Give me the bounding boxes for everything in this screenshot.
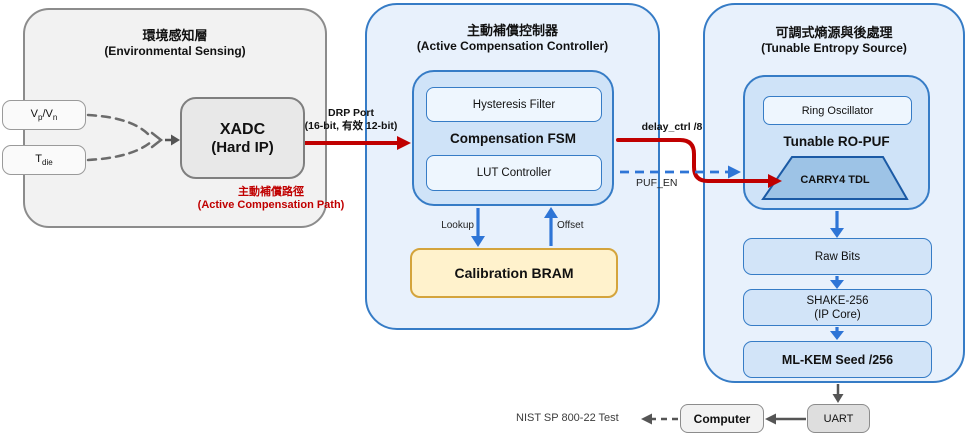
sensor-tdie-label: Tdie bbox=[35, 152, 53, 168]
ml-kem-seed-box: ML-KEM Seed /256 bbox=[743, 341, 932, 378]
computer-label: Computer bbox=[693, 411, 751, 426]
ring-oscillator-box: Ring Oscillator bbox=[763, 96, 912, 125]
computer-box: Computer bbox=[680, 404, 764, 433]
xadc-label-line1: XADC bbox=[219, 120, 266, 138]
active-compensation-path-label: 主動補償路徑 (Active Compensation Path) bbox=[183, 186, 359, 212]
hysteresis-filter-label: Hysteresis Filter bbox=[472, 98, 556, 111]
ring-oscillator-label: Ring Oscillator bbox=[801, 104, 874, 117]
offset-label: Offset bbox=[557, 220, 584, 231]
compensation-controller-title: 主動補償控制器 (Active Compensation Controller) bbox=[375, 22, 650, 54]
puf-en-label: PUF_EN bbox=[636, 177, 678, 189]
ml-kem-seed-label: ML-KEM Seed /256 bbox=[781, 352, 894, 367]
lut-controller-label: LUT Controller bbox=[476, 167, 552, 179]
carry4-tdl-label: CARRY4 TDL bbox=[800, 174, 870, 186]
environmental-sensing-title: 環境感知層 (Environmental Sensing) bbox=[33, 27, 317, 59]
lookup-label: Lookup bbox=[441, 220, 474, 231]
xadc-block: XADC (Hard IP) bbox=[180, 97, 305, 179]
shake-256-label-line2: (IP Core) bbox=[814, 308, 861, 321]
environmental-sensing-title-zh: 環境感知層 bbox=[142, 28, 208, 43]
sensor-vpvn-label: Vp/Vn bbox=[30, 107, 58, 123]
computer-to-nist-arrowhead bbox=[641, 413, 652, 425]
tunable-ro-puf-label: Tunable RO-PUF bbox=[783, 133, 890, 149]
compensation-controller-title-en: (Active Compensation Controller) bbox=[416, 39, 609, 53]
raw-bits-label: Raw Bits bbox=[814, 250, 861, 263]
entropy-source-title: 可調式熵源與後處理 (Tunable Entropy Source) bbox=[713, 24, 955, 56]
calibration-bram-label: Calibration BRAM bbox=[454, 265, 574, 281]
drp-port-label-line1: DRP Port bbox=[328, 107, 374, 119]
drp-port-label-line2: (16-bit, 有效 12-bit) bbox=[304, 119, 398, 132]
lut-controller-box: LUT Controller bbox=[426, 155, 602, 191]
xadc-label-line2: (Hard IP) bbox=[211, 138, 274, 156]
uart-label: UART bbox=[823, 412, 854, 425]
drp-port-label: DRP Port (16-bit, 有效 12-bit) bbox=[298, 107, 404, 132]
hysteresis-filter-box: Hysteresis Filter bbox=[426, 87, 602, 122]
entropy-source-title-zh: 可調式熵源與後處理 bbox=[775, 25, 893, 40]
compensation-controller-title-zh: 主動補償控制器 bbox=[466, 23, 558, 38]
path-label-en: (Active Compensation Path) bbox=[197, 199, 345, 211]
calibration-bram-box: Calibration BRAM bbox=[410, 248, 618, 298]
entropy-source-title-en: (Tunable Entropy Source) bbox=[761, 41, 907, 55]
sensor-vpvn-box: Vp/Vn bbox=[2, 100, 86, 130]
shake-256-box: SHAKE-256 (IP Core) bbox=[743, 289, 932, 326]
uart-box: UART bbox=[807, 404, 870, 433]
nist-test-label: NIST SP 800-22 Test bbox=[516, 412, 619, 424]
shake-256-label-line1: SHAKE-256 bbox=[806, 294, 869, 307]
delay-ctrl-label: delay_ctrl /8 bbox=[641, 121, 703, 133]
carry4-tdl-trapezoid: CARRY4 TDL bbox=[761, 156, 909, 200]
compensation-fsm-label: Compensation FSM bbox=[449, 130, 576, 146]
sensor-tdie-box: Tdie bbox=[2, 145, 86, 175]
path-label-zh: 主動補償路徑 bbox=[238, 186, 304, 198]
block-to-uart-arrowhead bbox=[832, 394, 844, 403]
raw-bits-box: Raw Bits bbox=[743, 238, 932, 275]
environmental-sensing-title-en: (Environmental Sensing) bbox=[104, 44, 246, 58]
uart-to-computer-arrowhead bbox=[765, 413, 776, 425]
